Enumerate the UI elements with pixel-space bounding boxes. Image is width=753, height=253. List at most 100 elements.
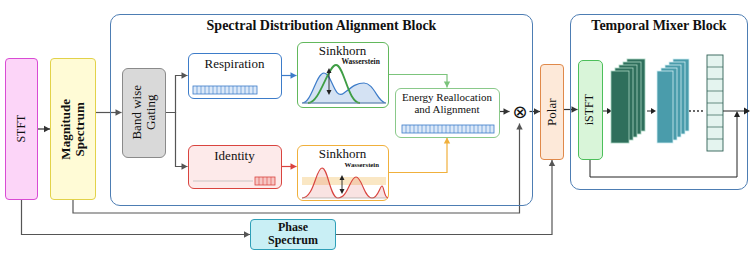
node-label: Polar xyxy=(545,68,559,156)
arrow-head xyxy=(444,138,450,144)
illustration-part xyxy=(707,67,723,68)
illustration-part xyxy=(697,110,699,112)
illustration-part xyxy=(453,125,454,133)
illustration-part xyxy=(212,86,213,94)
node-label: STFT xyxy=(15,69,28,189)
node-label: Energy Reallocation and Alignment xyxy=(396,91,499,115)
illustration-part xyxy=(457,125,458,133)
illustration-part xyxy=(224,86,225,94)
illustration-part xyxy=(481,125,482,133)
arrow-head xyxy=(291,72,297,78)
connector xyxy=(389,138,448,173)
vertical-label-box: Magnitude Spectrum xyxy=(50,58,96,200)
illustration-part xyxy=(417,125,418,133)
illustration-part xyxy=(425,125,426,133)
node-label: Band wise Gating xyxy=(129,72,158,154)
node-label: ⊗ xyxy=(510,100,530,124)
illustration-part xyxy=(240,86,241,94)
illustration-part xyxy=(244,86,245,94)
node-label: Phase Spectrum xyxy=(251,221,335,247)
vertical-label-box: STFT xyxy=(5,58,38,200)
illustration-part xyxy=(707,55,723,151)
illustration-part xyxy=(204,86,205,94)
arrow-head xyxy=(182,72,188,78)
illustration-part xyxy=(262,177,263,185)
vertical-label-box: Band wise Gating xyxy=(122,68,166,158)
process-box: Phase Spectrum xyxy=(250,219,336,250)
node-label: iSTFT xyxy=(583,64,596,156)
illustration-part xyxy=(413,125,414,133)
illustration-part xyxy=(308,65,360,103)
connector xyxy=(166,76,188,113)
process-box: SinkhornWasserstein xyxy=(297,42,389,108)
illustration-part xyxy=(196,86,197,94)
illustration-part xyxy=(302,197,386,198)
process-box: Temporal Mixer Block iSTFT xyxy=(570,14,748,190)
node-label: Identity xyxy=(189,149,281,163)
illustration-part xyxy=(208,86,209,94)
illustration-part xyxy=(409,125,410,133)
illustration-part xyxy=(707,127,723,128)
node-label: Magnitude Spectrum xyxy=(59,87,88,171)
arrow-head xyxy=(572,106,578,112)
illustration-part xyxy=(651,108,656,114)
illustration-part xyxy=(689,110,691,112)
illustration-part xyxy=(405,125,406,133)
illustration-part xyxy=(193,180,253,181)
illustration-part xyxy=(328,70,329,93)
illustration-part xyxy=(248,86,249,94)
illustration-part xyxy=(461,125,462,133)
connector xyxy=(389,75,448,88)
illustration-part xyxy=(485,125,486,133)
process-box: Respiration xyxy=(188,53,282,99)
arrow-head xyxy=(504,108,510,114)
arrow-head xyxy=(291,163,297,169)
vertical-label-box: Polar xyxy=(540,64,564,160)
illustration-part xyxy=(232,86,233,94)
illustration-part xyxy=(339,175,344,194)
illustration-part xyxy=(236,86,237,94)
illustration-part xyxy=(200,86,201,94)
group-title: Spectral Distribution Alignment Block xyxy=(111,18,532,33)
illustration-part xyxy=(445,125,446,133)
illustration-part xyxy=(469,125,470,133)
illustration-part xyxy=(228,86,229,94)
illustration-part xyxy=(707,115,723,116)
annotation-label: Wasserstein xyxy=(342,58,388,66)
illustration-part xyxy=(723,111,745,112)
illustration-part xyxy=(465,125,466,133)
process-box: Energy Reallocation and Alignment xyxy=(395,88,500,138)
arrow-head xyxy=(182,163,188,169)
illustration-part xyxy=(707,139,723,140)
illustration-part xyxy=(266,177,267,185)
illustration-part xyxy=(255,177,275,185)
process-box: Spectral Distribution Alignment BlockBan… xyxy=(110,14,533,206)
illustration-part xyxy=(326,68,331,95)
illustration-part xyxy=(302,102,386,103)
arrow-head xyxy=(549,160,555,166)
illustration-part xyxy=(216,86,217,94)
arrow-head xyxy=(516,124,522,130)
illustration-part xyxy=(270,177,271,185)
illustration-part xyxy=(707,91,723,92)
illustration-part xyxy=(590,114,737,177)
illustration-part xyxy=(258,177,259,185)
illustration-part xyxy=(473,125,474,133)
illustration-part xyxy=(477,125,478,133)
group-title: Temporal Mixer Block xyxy=(571,18,747,33)
illustration-part xyxy=(734,111,740,117)
arrow-head xyxy=(444,82,450,88)
illustration-part xyxy=(707,79,723,80)
illustration-part xyxy=(421,125,422,133)
illustration-part xyxy=(193,86,257,94)
illustration-part xyxy=(489,125,490,133)
process-box: SinkhornWasserstein xyxy=(297,145,389,201)
node-label: Respiration xyxy=(189,57,281,71)
connector xyxy=(166,113,188,167)
illustration-part xyxy=(707,103,723,104)
illustration-part xyxy=(402,125,494,133)
illustration-part xyxy=(302,168,388,198)
multiply-symbol: ⊗ xyxy=(510,100,530,124)
illustration-part xyxy=(252,86,253,94)
